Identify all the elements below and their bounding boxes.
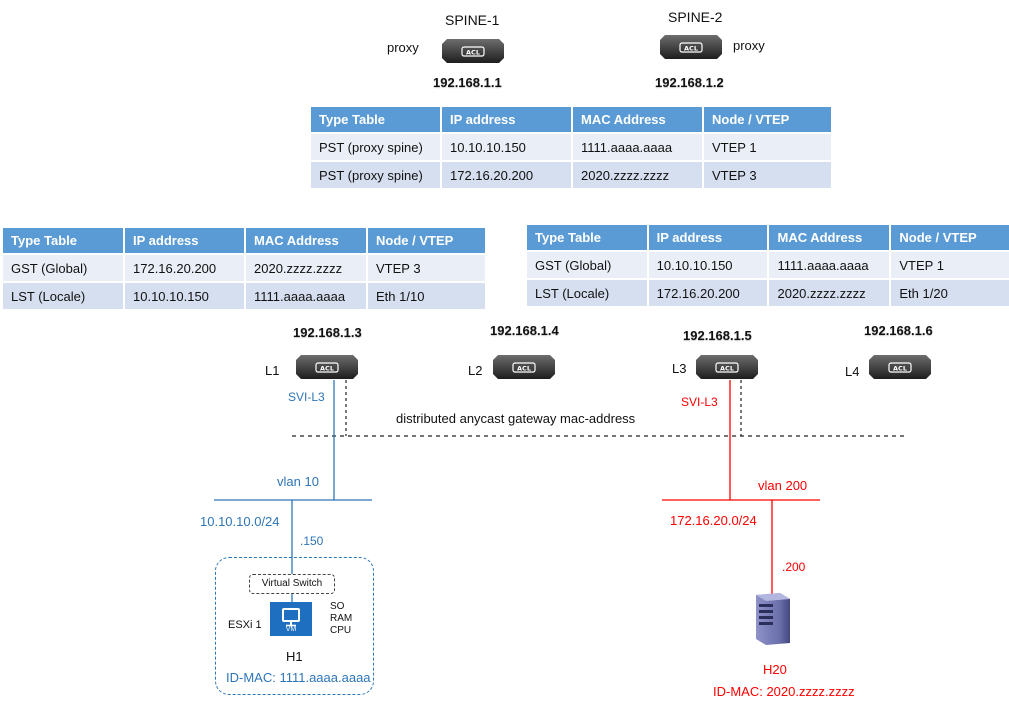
esxi-label: ESXi 1	[228, 619, 262, 631]
leaf-l2-ip: 192.168.1.4	[490, 323, 559, 338]
leaf-l1-acl-badge: ACL	[320, 364, 334, 372]
cell: 1111.aaaa.aaaa	[246, 281, 368, 309]
spine-2-switch-icon[interactable]: ACL	[659, 34, 723, 60]
col-type-table: Type Table	[3, 228, 125, 253]
col-ip-address: IP address	[648, 225, 770, 250]
leaf-l1-switch-icon[interactable]: ACL	[295, 354, 359, 380]
col-mac-address: MAC Address	[246, 228, 368, 253]
table-row: GST (Global) 172.16.20.200 2020.zzzz.zzz…	[3, 253, 485, 281]
col-type-table: Type Table	[527, 225, 649, 250]
spine-1-name: SPINE-1	[445, 12, 500, 28]
vlan200-subnet-label: 172.16.20.0/24	[670, 513, 757, 528]
leaf-l4-acl-badge: ACL	[893, 364, 907, 372]
leaf-l4-name: L4	[845, 364, 860, 379]
cell: 172.16.20.200	[442, 160, 573, 188]
col-node-vtep: Node / VTEP	[368, 228, 485, 253]
leaf-l3-ip: 192.168.1.5	[683, 328, 752, 343]
vlan10-label: vlan 10	[277, 474, 319, 489]
leaf-l3-table: Type Table IP address MAC Address Node /…	[527, 225, 1009, 306]
virtual-switch: Virtual Switch	[249, 574, 335, 594]
cell: 10.10.10.150	[442, 132, 573, 160]
cell: 2020.zzzz.zzzz	[769, 278, 892, 306]
col-node-vtep: Node / VTEP	[891, 225, 1009, 250]
spine-2-acl-badge: ACL	[684, 44, 698, 52]
col-ip-address: IP address	[442, 107, 573, 132]
h20-server-icon[interactable]	[750, 593, 792, 650]
leaf-l3-name: L3	[672, 361, 687, 376]
spine-1-ip: 192.168.1.1	[433, 75, 502, 90]
cell: PST (proxy spine)	[311, 132, 442, 160]
vlan200-label: vlan 200	[758, 478, 808, 493]
spine-1-role: proxy	[387, 40, 419, 55]
resource-ram: RAM	[330, 613, 353, 624]
cell: VTEP 3	[704, 160, 831, 188]
table-header-row: Type Table IP address MAC Address Node /…	[3, 228, 485, 253]
cell: GST (Global)	[3, 253, 125, 281]
cell: VTEP 1	[891, 250, 1009, 278]
cell: 2020.zzzz.zzzz	[246, 253, 368, 281]
cell: Eth 1/10	[368, 281, 485, 309]
cell: 172.16.20.200	[648, 278, 770, 306]
leaf-l1-table: Type Table IP address MAC Address Node /…	[3, 228, 485, 309]
cell: 1111.aaaa.aaaa	[769, 250, 892, 278]
cell: VTEP 1	[704, 132, 831, 160]
leaf-l4-ip: 192.168.1.6	[864, 323, 933, 338]
cell: Eth 1/20	[891, 278, 1009, 306]
h20-id-mac: ID-MAC: 2020.zzzz.zzzz	[713, 684, 855, 699]
vm-badge: VM	[285, 626, 297, 633]
leaf-l1-ip: 192.168.1.3	[293, 325, 362, 340]
cell: VTEP 3	[368, 253, 485, 281]
table-row: PST (proxy spine) 172.16.20.200 2020.zzz…	[311, 160, 831, 188]
leaf-l3-switch-icon[interactable]: ACL	[695, 354, 759, 380]
h20-name: H20	[763, 662, 787, 677]
leaf-l2-acl-badge: ACL	[517, 364, 531, 372]
col-node-vtep: Node / VTEP	[704, 107, 831, 132]
leaf-l3-acl-badge: ACL	[720, 364, 734, 372]
spine-1-acl-badge: ACL	[466, 48, 480, 56]
h20-host-octet: .200	[782, 560, 806, 574]
leaf-l2-name: L2	[468, 363, 483, 378]
esxi-host-container	[215, 557, 374, 695]
col-mac-address: MAC Address	[769, 225, 892, 250]
cell: 10.10.10.150	[648, 250, 770, 278]
leaf-l4-switch-icon[interactable]: ACL	[868, 354, 932, 380]
table-row: LST (Locale) 172.16.20.200 2020.zzzz.zzz…	[527, 278, 1009, 306]
cell: PST (proxy spine)	[311, 160, 442, 188]
h1-name: H1	[286, 649, 303, 664]
spine-1-switch-icon[interactable]: ACL	[441, 38, 505, 64]
leaf-l2-switch-icon[interactable]: ACL	[492, 354, 556, 380]
spine-proxy-table: Type Table IP address MAC Address Node /…	[311, 107, 831, 188]
cell: LST (Locale)	[3, 281, 125, 309]
table-row: GST (Global) 10.10.10.150 1111.aaaa.aaaa…	[527, 250, 1009, 278]
cell: GST (Global)	[527, 250, 649, 278]
spine-2-role: proxy	[733, 38, 765, 53]
resource-cpu: CPU	[330, 625, 352, 636]
table-row: PST (proxy spine) 10.10.10.150 1111.aaaa…	[311, 132, 831, 160]
vm-resources: SO RAM CPU	[330, 601, 352, 637]
vlan10-subnet-label: 10.10.10.0/24	[200, 514, 280, 529]
table-header-row: Type Table IP address MAC Address Node /…	[527, 225, 1009, 250]
col-ip-address: IP address	[125, 228, 246, 253]
leaf-l1-name: L1	[265, 363, 280, 378]
anycast-gateway-label: distributed anycast gateway mac-address	[396, 411, 636, 426]
resource-so: SO	[330, 601, 345, 612]
col-type-table: Type Table	[311, 107, 442, 132]
cell: LST (Locale)	[527, 278, 649, 306]
col-mac-address: MAC Address	[573, 107, 704, 132]
cell: 172.16.20.200	[125, 253, 246, 281]
h1-id-mac: ID-MAC: 1111.aaaa.aaaa	[226, 670, 371, 685]
cell: 2020.zzzz.zzzz	[573, 160, 704, 188]
vm-monitor-icon[interactable]: VM	[270, 602, 312, 636]
cell: 10.10.10.150	[125, 281, 246, 309]
leaf-l1-svi-label: SVI-L3	[288, 390, 325, 404]
spine-2-ip: 192.168.1.2	[655, 75, 724, 90]
leaf-l3-svi-label: SVI-L3	[681, 395, 718, 409]
cell: 1111.aaaa.aaaa	[573, 132, 704, 160]
h1-host-octet: .150	[300, 534, 324, 548]
table-header-row: Type Table IP address MAC Address Node /…	[311, 107, 831, 132]
table-row: LST (Locale) 10.10.10.150 1111.aaaa.aaaa…	[3, 281, 485, 309]
spine-2-name: SPINE-2	[668, 9, 723, 25]
